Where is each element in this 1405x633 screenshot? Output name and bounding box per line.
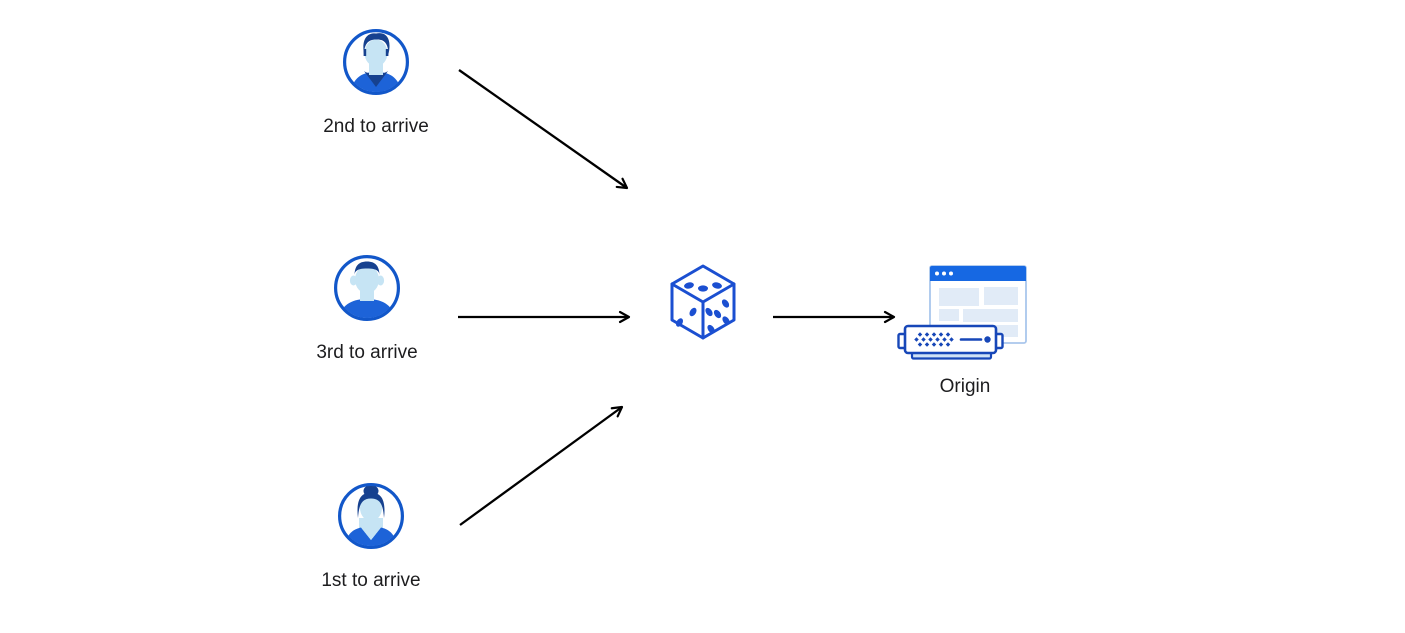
- woman-bun-avatar-icon: [338, 483, 404, 549]
- origin-label: Origin: [939, 376, 991, 397]
- man-swept-hair-avatar-icon: [343, 29, 409, 95]
- arrow-user2-to-dice: [458, 69, 629, 190]
- server-led-dots: [914, 332, 954, 347]
- node-user-3rd: 3rd to arrive: [297, 254, 437, 362]
- user-2nd-label: 2nd to arrive: [323, 116, 429, 137]
- user-1st-label: 1st to arrive: [321, 570, 421, 591]
- node-user-1st: 1st to arrive: [301, 482, 441, 590]
- node-user-2nd: 2nd to arrive: [306, 28, 446, 136]
- user-3rd-label: 3rd to arrive: [316, 342, 418, 363]
- node-dice: [666, 260, 740, 348]
- server-icon: [897, 324, 1004, 360]
- arrow-user1-to-dice: [459, 405, 624, 526]
- dice-icon: [670, 264, 736, 340]
- node-origin: Origin: [895, 256, 1035, 396]
- man-flat-top-avatar-icon: [334, 255, 400, 321]
- origin-browser-server-icon: [897, 265, 1027, 360]
